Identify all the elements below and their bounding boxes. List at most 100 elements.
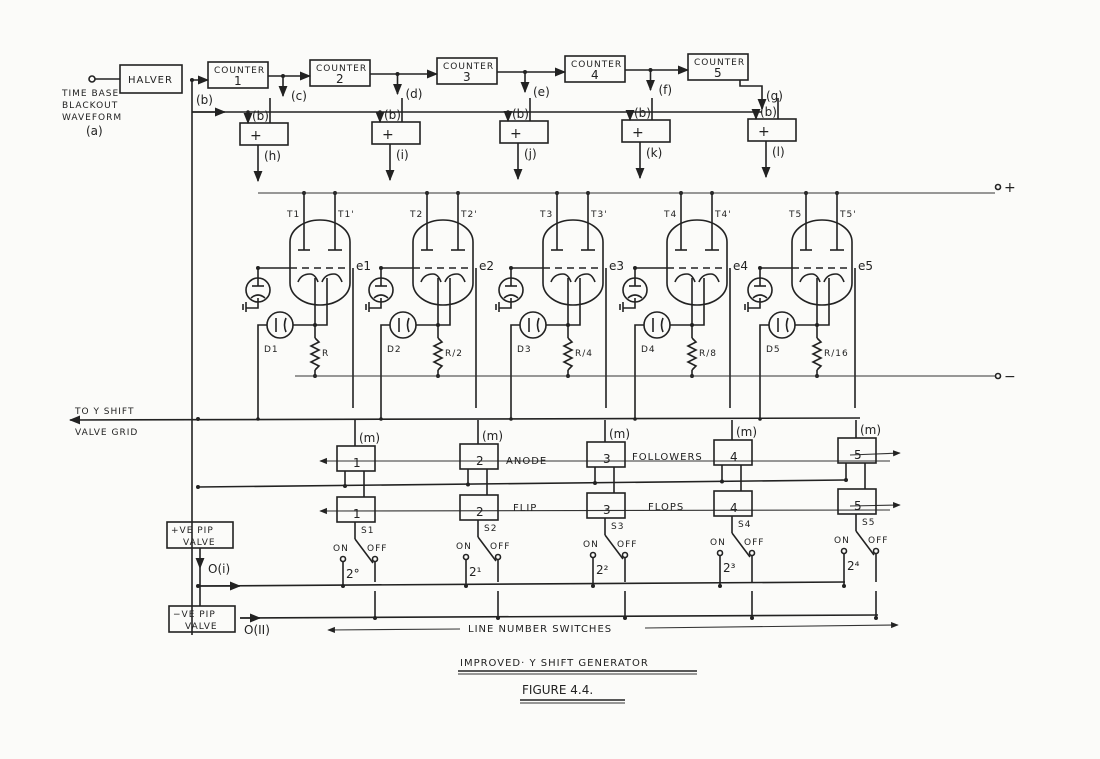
adder-5: (b)+(l)	[747, 98, 797, 179]
diode-cathode	[536, 317, 540, 333]
switch-off-contact	[872, 547, 880, 555]
anode-label: T5	[788, 210, 802, 220]
flip-flop-number: 5	[854, 499, 862, 513]
anode-label: T2'	[460, 210, 478, 220]
adder-out-label: (i)	[396, 148, 409, 162]
grid-label: e5	[858, 259, 873, 273]
pip-valve-box	[168, 605, 236, 633]
counter-number: 5	[714, 66, 722, 80]
flip-flop-box	[586, 492, 626, 519]
counter-output-label: (c)	[291, 89, 307, 103]
supply-negative-rail: −	[295, 369, 1016, 385]
resistor-label: R/2	[445, 349, 463, 359]
pip-output-label: O(II)	[244, 623, 270, 637]
flip-flop-box	[837, 488, 877, 515]
anode-follower-box	[713, 439, 753, 466]
double-triode-envelope	[412, 219, 474, 306]
switch-on-label: ON	[710, 538, 726, 548]
flip-flop-number: 2	[476, 505, 484, 519]
switch-on-label: ON	[834, 536, 850, 546]
anode-follower-number: 2	[476, 454, 484, 468]
resistor	[309, 337, 321, 371]
plus-icon: +	[632, 125, 644, 141]
ground-lead	[369, 298, 382, 309]
diode-cathode	[406, 317, 410, 333]
anode-label: T4'	[714, 210, 732, 220]
flip-label: FLIP	[513, 503, 537, 514]
junction	[196, 485, 200, 489]
counter-label: COUNTER	[443, 62, 494, 72]
counter-output-label: (g)	[766, 89, 783, 103]
adder-box	[499, 120, 549, 144]
diode	[519, 311, 547, 339]
switch-weight-label: 2²	[596, 563, 609, 577]
halver-block: HALVER	[119, 64, 183, 94]
anode-label: T1'	[337, 210, 355, 220]
flip-flops-arrow-right	[849, 502, 901, 509]
counter-output-label: (f)	[659, 83, 673, 97]
svg-text:FIGURE 4.4.: FIGURE 4.4.	[522, 683, 593, 697]
flip-flop-box	[459, 494, 499, 521]
switch-label: S2	[484, 524, 497, 534]
diode-return	[380, 324, 390, 420]
junction	[623, 616, 627, 620]
diode-label: D1	[264, 345, 279, 355]
follower-input-label: (m)	[359, 431, 380, 445]
junction	[720, 479, 724, 484]
diode	[389, 311, 417, 339]
anode-follower-box	[459, 443, 499, 470]
input-label: TIME BASE BLACKOUT WAVEFORM (a)	[61, 89, 122, 138]
ground-lead	[623, 298, 636, 309]
switch-blade	[604, 534, 624, 560]
junction	[196, 584, 200, 588]
junction	[466, 482, 470, 487]
double-triode-envelope	[289, 219, 351, 306]
switch-weight-label: 2³	[723, 561, 736, 575]
anode-follower-number: 3	[603, 452, 611, 466]
svg-text:HALVER: HALVER	[128, 75, 173, 86]
negative-pip-bus	[239, 614, 879, 619]
svg-text:WAVEFORM: WAVEFORM	[62, 113, 122, 123]
adder-out-label: (k)	[646, 146, 662, 160]
cathode	[674, 273, 696, 283]
grid-label: e3	[609, 259, 624, 273]
input-terminal	[88, 75, 120, 83]
flip-flop-number: 1	[353, 507, 361, 521]
adder-in-label: (b)	[760, 105, 777, 119]
svg-text:TIME BASE: TIME BASE	[61, 89, 119, 99]
adder-box	[371, 121, 421, 145]
cathode	[574, 273, 596, 283]
counter-label: COUNTER	[316, 64, 367, 74]
double-triode-envelope	[791, 219, 853, 306]
adder-box	[747, 118, 797, 142]
adder-out-label: (l)	[772, 145, 785, 159]
pip-output-label: O(i)	[208, 562, 230, 576]
anode-label: T3'	[590, 210, 608, 220]
switch-off-contact	[748, 549, 756, 557]
anode-follower-box	[336, 445, 376, 472]
adder-3: (b)+(j)	[499, 98, 549, 181]
clamp-cathode	[627, 294, 643, 299]
switch-blade	[731, 532, 751, 558]
anode-label: T1	[286, 210, 300, 220]
switch-on-label: ON	[456, 542, 472, 552]
cathode	[550, 273, 572, 283]
cathode-lead	[692, 278, 705, 326]
resistor	[686, 337, 698, 371]
anode-follower-number: 4	[730, 450, 738, 464]
flip-flop-box	[336, 496, 376, 523]
switch-on-label: ON	[333, 544, 349, 554]
adder-out-label: (h)	[264, 149, 281, 163]
switch-off-label: OFF	[617, 540, 637, 550]
cathode	[321, 273, 343, 283]
resistor-label: R	[322, 349, 329, 359]
junction	[343, 484, 347, 488]
flops-label: FLOPS	[648, 502, 684, 513]
